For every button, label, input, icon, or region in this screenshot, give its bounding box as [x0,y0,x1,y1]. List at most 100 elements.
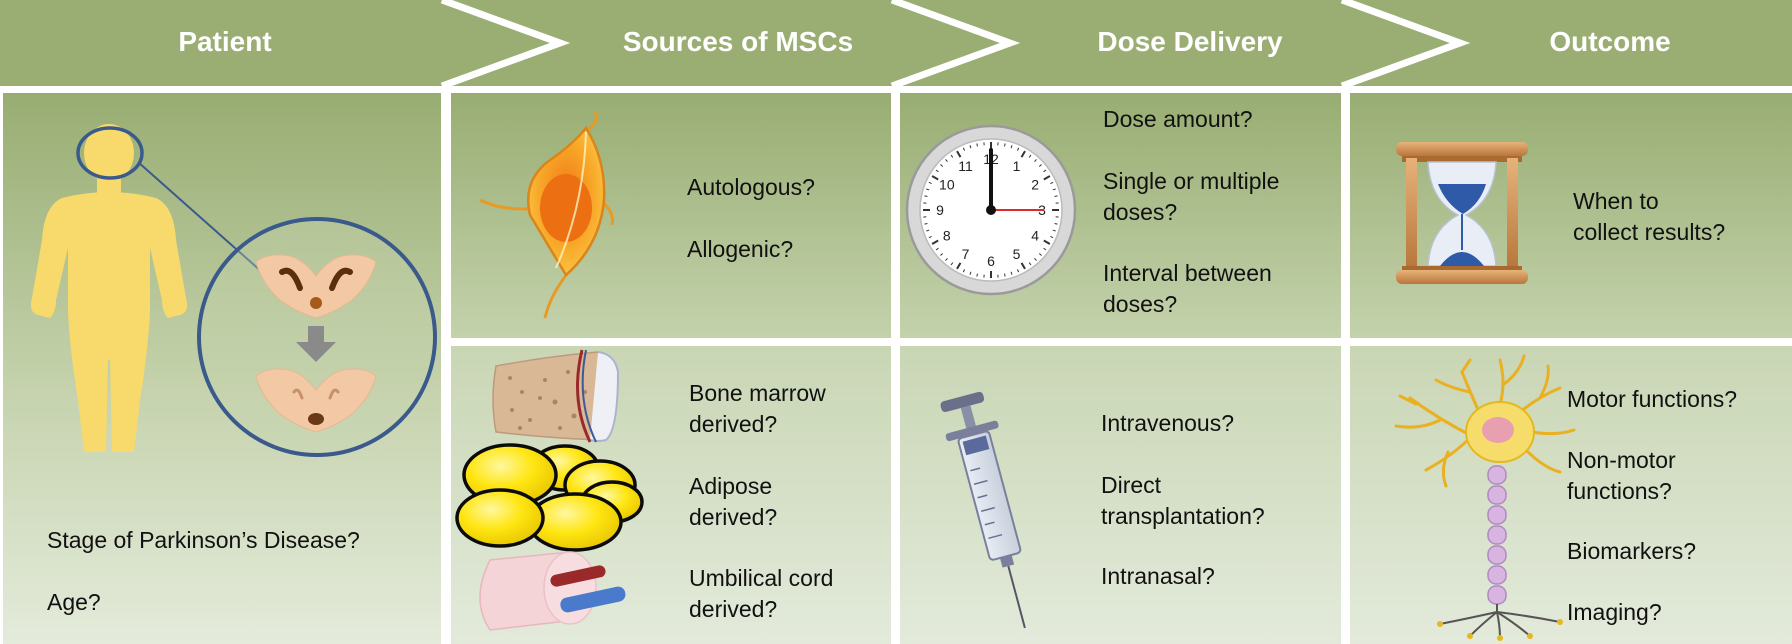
route-intravenous: Intravenous? [1101,410,1234,436]
clock-tick [1016,269,1020,273]
clock-tick [1054,223,1058,225]
dose-single-line2: doses? [1103,199,1178,225]
clock-number: 4 [1031,228,1039,244]
clock-tick [956,262,962,270]
panel-sources-top [451,93,891,338]
clock-tick [928,235,932,239]
route-direct-line1: Direct [1101,472,1162,498]
dose-single-line1: Single or multiple [1103,168,1280,194]
source-bone-marrow-line1: Bone marrow [689,380,826,406]
clock-tick [926,229,930,232]
clock-tick [1016,147,1020,151]
outcome-motor: Motor functions? [1567,386,1738,412]
umbilical-cord-icon [479,551,626,631]
clock-tick [1028,262,1032,266]
route-intranasal: Intranasal? [1101,563,1215,589]
clock-tick [962,269,966,273]
clock-number: 9 [936,202,944,218]
clock-tick [1050,181,1054,185]
clock-tick [969,145,972,149]
head-highlight-circle [76,126,144,180]
clock-number: 8 [943,228,951,244]
clock-tick [962,147,966,151]
clock-tick [1043,239,1051,245]
clock-tick [950,154,954,158]
clock-tick [928,181,932,185]
clock-tick [1020,150,1026,158]
clock-tick [956,150,962,158]
brain-section-healthy-icon [255,254,377,319]
patient-stage-question: Stage of Parkinson’s Disease? [47,527,360,553]
header-outcome: Outcome [1549,26,1671,57]
bone-marrow-icon [492,349,620,443]
clock-tick [976,273,978,277]
clock-tick [931,239,939,245]
clock-tick [940,253,944,256]
outcome-when-line1: When to [1573,188,1659,214]
outcome-biomarkers: Biomarkers? [1567,538,1697,564]
clock-tick [1034,257,1037,261]
outcome-when-line2: collect results? [1573,219,1726,245]
clock-tick [945,257,948,261]
header-chevron-sources [442,0,1010,86]
clock-number: 10 [939,177,955,193]
clock-tick [1043,169,1047,173]
clock-tick [924,223,928,225]
dose-interval-line1: Interval between [1103,260,1272,286]
clock-tick [1004,143,1006,147]
clock-tick [1050,235,1054,239]
clock-tick [1043,175,1051,181]
clock-number: 7 [962,246,970,262]
clock-tick [1054,195,1058,197]
clock-tick [950,262,954,266]
header-sources-of-mscs: Sources of MSCs [622,26,854,57]
panel-outcome-top [1350,93,1792,338]
clock-number: 11 [958,158,973,174]
clock-tick [976,143,978,147]
header-chevron-patient [0,0,560,86]
dose-interval-line2: doses? [1103,291,1178,317]
header-dose-delivery: Dose Delivery [1097,26,1283,57]
clock-tick [1038,164,1042,167]
brain-section-parkinsons-icon [255,368,377,433]
panel-outcome-bottom [1350,346,1792,644]
clock-tick [935,169,939,173]
clock-tick [1043,247,1047,251]
outcome-nonmotor-line1: Non-motor [1567,447,1676,473]
clock-tick [969,271,972,275]
header-chevron-dose [892,0,1460,86]
outcome-imaging: Imaging? [1567,599,1662,625]
source-umbilical-line2: derived? [689,596,778,622]
neuron-icon [1394,354,1576,641]
human-body-icon [30,124,188,452]
clock-tick [1004,273,1006,277]
msc-cell-icon [479,111,614,319]
header-bar [0,0,1792,90]
down-arrow-icon [296,326,336,362]
clock-number: 5 [1013,246,1021,262]
source-adipose-line2: derived? [689,504,778,530]
clock-tick [1010,145,1013,149]
clock-tick [1052,188,1056,191]
route-direct-line2: transplantation? [1101,503,1265,529]
clock-tick [945,159,948,163]
clock-tick [1028,154,1032,158]
patient-age-question: Age? [47,589,101,615]
source-allogenic: Allogenic? [687,236,794,262]
hourglass-icon [1396,142,1528,284]
clock-tick [1038,253,1042,256]
clock-number: 6 [987,253,995,269]
clock-tick [940,164,944,167]
source-autologous: Autologous? [687,174,815,200]
clock-number: 1 [1013,158,1021,174]
clock-tick [926,188,930,191]
syringe-icon [940,391,1026,629]
clock-tick [924,195,928,197]
clock-icon: 121234567891011 [905,124,1077,296]
clock-tick [1034,159,1037,163]
clock-tick [931,175,939,181]
clock-tick [1052,229,1056,232]
header-patient: Patient [178,26,272,57]
clock-tick [1010,271,1013,275]
